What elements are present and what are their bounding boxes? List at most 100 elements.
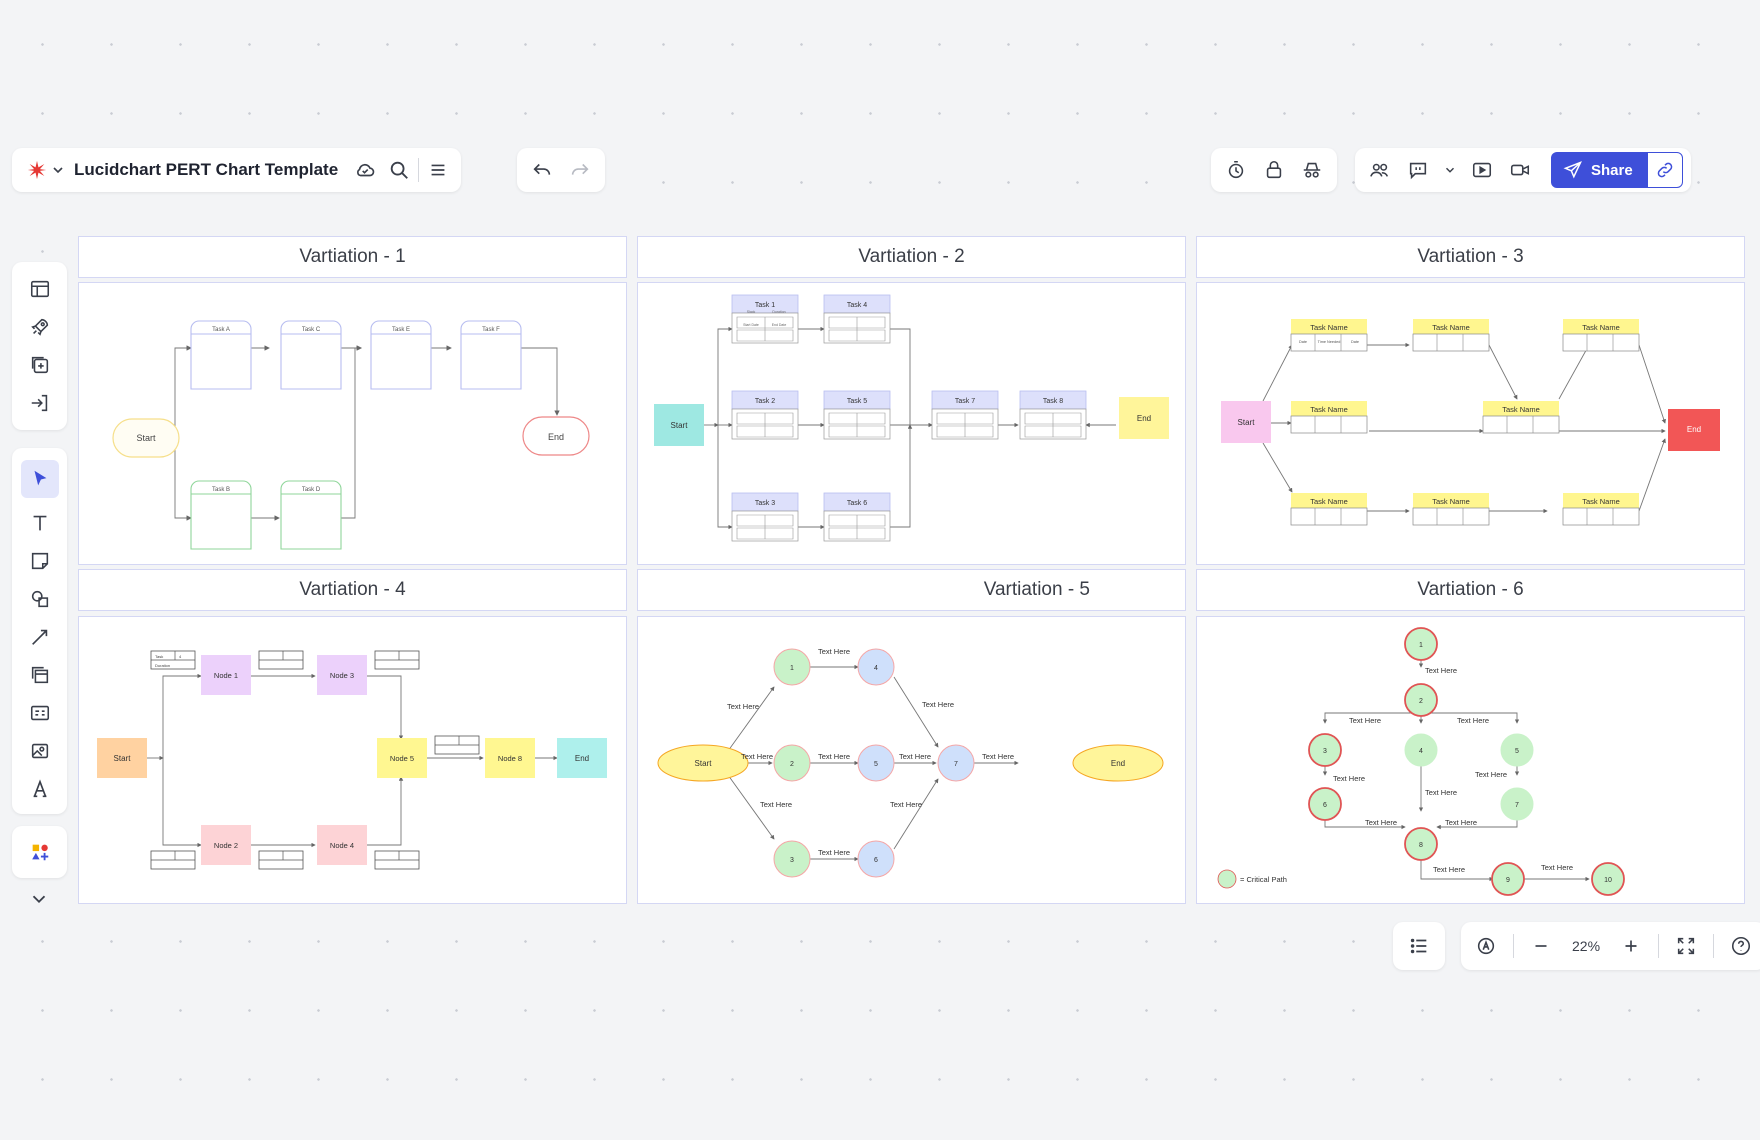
share-button[interactable]: Share — [1551, 152, 1647, 188]
template-icon[interactable] — [27, 276, 53, 302]
start-label: Start — [671, 421, 689, 430]
edge-label: Text Here — [1475, 770, 1507, 779]
pointer-icon[interactable] — [20, 460, 59, 498]
diagram-variation-1[interactable]: Start End Task A Task C Task E Task F Ta… — [78, 282, 627, 565]
end-node[interactable]: End — [557, 738, 607, 778]
start-label: Start — [114, 754, 132, 763]
rocket-icon[interactable] — [27, 314, 53, 340]
task-label: Task 2 — [755, 398, 775, 405]
start-node[interactable]: Start — [97, 738, 147, 778]
line-icon[interactable] — [27, 624, 53, 650]
end-node[interactable]: End — [1072, 744, 1164, 782]
top-left-toolbar: Lucidchart PERT Chart Template — [12, 148, 462, 192]
start-node[interactable]: Start — [1221, 401, 1271, 443]
node-label: 7 — [1515, 802, 1519, 809]
legend-label: = Critical Path — [1240, 875, 1287, 884]
edge-label: Text Here — [760, 800, 792, 809]
start-label: Start — [136, 433, 156, 443]
chevron-down-icon[interactable] — [1443, 157, 1457, 183]
node-label: Node 3 — [330, 671, 354, 680]
edge-label: Text Here — [741, 752, 773, 761]
panel-title-5-text: Vartiation - 5 — [983, 579, 1090, 600]
timer-icon[interactable] — [1223, 157, 1249, 183]
task-label: Task Name — [1432, 497, 1470, 506]
node-label: 4 — [874, 665, 878, 672]
incognito-icon[interactable] — [1299, 157, 1325, 183]
task-label: Task A — [212, 327, 230, 333]
menu-icon[interactable] — [425, 157, 451, 183]
document-title[interactable]: Lucidchart PERT Chart Template — [74, 160, 339, 179]
edge-label: Text Here — [1425, 788, 1457, 797]
video-icon[interactable] — [1507, 157, 1533, 183]
add-page-icon[interactable] — [27, 352, 53, 378]
edge-label: Text Here — [818, 752, 850, 761]
task-label: Task 3 — [755, 500, 775, 507]
data-icon[interactable] — [27, 700, 53, 726]
cell-label: Duration — [772, 310, 785, 314]
redo-icon[interactable] — [567, 157, 593, 183]
chevron-down-icon[interactable] — [26, 886, 52, 912]
zoom-in-icon[interactable] — [1618, 933, 1644, 959]
node-label: Node 5 — [390, 754, 414, 763]
end-label: End — [1137, 414, 1151, 423]
collaboration-toolbar: Share — [1355, 148, 1691, 192]
start-label: Start — [1238, 418, 1256, 427]
node-label: 8 — [1419, 842, 1423, 849]
chevron-down-icon[interactable] — [50, 157, 66, 183]
zoom-level[interactable]: 22% — [1572, 938, 1601, 954]
diagram-variation-6[interactable]: 1 2 3 4 5 6 7 8 9 10 Text Here Text Here… — [1196, 616, 1745, 904]
shape-library-icon[interactable] — [27, 839, 53, 865]
end-node[interactable]: End — [1668, 409, 1720, 451]
sticky-note-icon[interactable] — [27, 548, 53, 574]
collaborators-icon[interactable] — [1367, 157, 1393, 183]
node-label: 6 — [1323, 802, 1327, 809]
help-icon[interactable] — [1728, 933, 1754, 959]
shapes-icon[interactable] — [27, 586, 53, 612]
zoom-out-icon[interactable] — [1528, 933, 1554, 959]
image-icon[interactable] — [27, 738, 53, 764]
search-icon[interactable] — [386, 157, 412, 183]
outline-toolbar — [1393, 922, 1445, 970]
frame-icon[interactable] — [27, 662, 53, 688]
comment-icon[interactable] — [1405, 157, 1431, 183]
end-node[interactable]: End — [522, 416, 590, 456]
import-icon[interactable] — [27, 390, 53, 416]
node-label: Node 4 — [330, 841, 354, 850]
cell-label: Start Date — [743, 323, 759, 327]
list-icon[interactable] — [1406, 933, 1432, 959]
present-icon[interactable] — [1469, 157, 1495, 183]
node-label: 1 — [1419, 642, 1423, 649]
cell-label: Duration — [155, 663, 170, 668]
task-label: Task Name — [1582, 323, 1620, 332]
edge-label: Text Here — [1457, 716, 1489, 725]
navigate-icon[interactable] — [1473, 933, 1499, 959]
end-node[interactable]: End — [1119, 397, 1169, 439]
copy-link-button[interactable] — [1646, 152, 1683, 188]
task-label: Task Name — [1310, 405, 1348, 414]
cell-label: Time Needed — [1318, 340, 1341, 344]
node-label: 4 — [1419, 748, 1423, 755]
node-label: 7 — [954, 761, 958, 768]
cloud-saved-icon[interactable] — [352, 157, 378, 183]
diagram-variation-5[interactable]: Start End 1 4 2 5 7 3 6 Text Here Text H… — [637, 616, 1186, 904]
diagram-variation-2[interactable]: Start End Task 1 Task 4 Task 2 Task 5 Ta… — [637, 282, 1186, 565]
undo-icon[interactable] — [529, 157, 555, 183]
start-node[interactable]: Start — [654, 404, 704, 446]
start-node[interactable]: Start — [112, 418, 180, 458]
divider — [1513, 934, 1514, 958]
font-icon[interactable] — [27, 776, 53, 802]
share-label: Share — [1591, 161, 1633, 179]
fullscreen-icon[interactable] — [1673, 933, 1699, 959]
edge-label: Text Here — [1333, 774, 1365, 783]
diagram-variation-4[interactable]: Start End Node 1 Node 3 Node 5 Node 8 No… — [78, 616, 627, 904]
text-icon[interactable] — [27, 510, 53, 536]
task-label: Task 5 — [847, 398, 867, 405]
edge-label: Text Here — [818, 848, 850, 857]
diagram-variation-3[interactable]: Start End Task Name Task Name Task Name … — [1196, 282, 1745, 565]
lock-icon[interactable] — [1261, 157, 1287, 183]
send-icon — [1563, 160, 1583, 180]
edge-label: Text Here — [1445, 818, 1477, 827]
start-node[interactable]: Start — [657, 744, 749, 782]
zoom-toolbar: 22% — [1461, 922, 1760, 970]
logo-star-icon[interactable] — [24, 157, 50, 183]
